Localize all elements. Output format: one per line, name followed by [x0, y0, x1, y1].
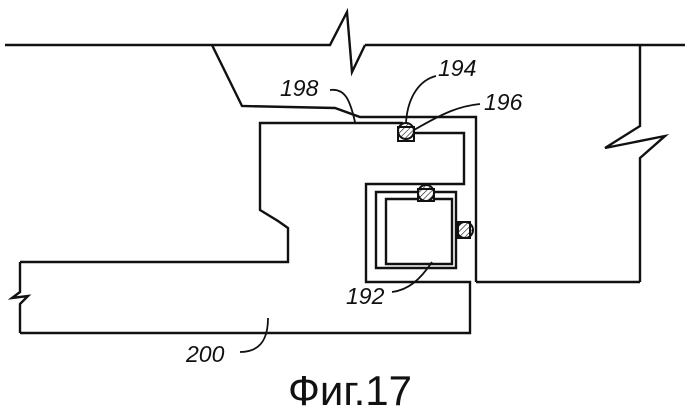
inner-block-192-inner — [386, 199, 452, 264]
ref-numeral-200: 200 — [185, 341, 225, 367]
right-wall-with-break — [605, 45, 665, 282]
body-outline-198-200 — [20, 123, 403, 262]
inner-block-192-outer — [376, 192, 456, 268]
ref-numeral-192: 192 — [346, 283, 385, 309]
leader-194 — [406, 76, 436, 122]
ref-numeral-196: 196 — [484, 89, 523, 115]
leader-192 — [392, 262, 432, 292]
seal-right-inner — [457, 222, 473, 238]
ref-numeral-194: 194 — [438, 55, 476, 81]
seal-194 — [398, 123, 414, 141]
leader-200 — [240, 318, 268, 352]
leader-198 — [330, 90, 355, 122]
inner-channel-wall — [20, 133, 470, 333]
ref-numeral-198: 198 — [280, 75, 319, 101]
figure-caption: Фиг.17 — [0, 366, 700, 416]
top-structure-line-left — [5, 12, 365, 72]
seal-upper-inner — [418, 185, 434, 201]
left-break-line — [12, 262, 28, 333]
